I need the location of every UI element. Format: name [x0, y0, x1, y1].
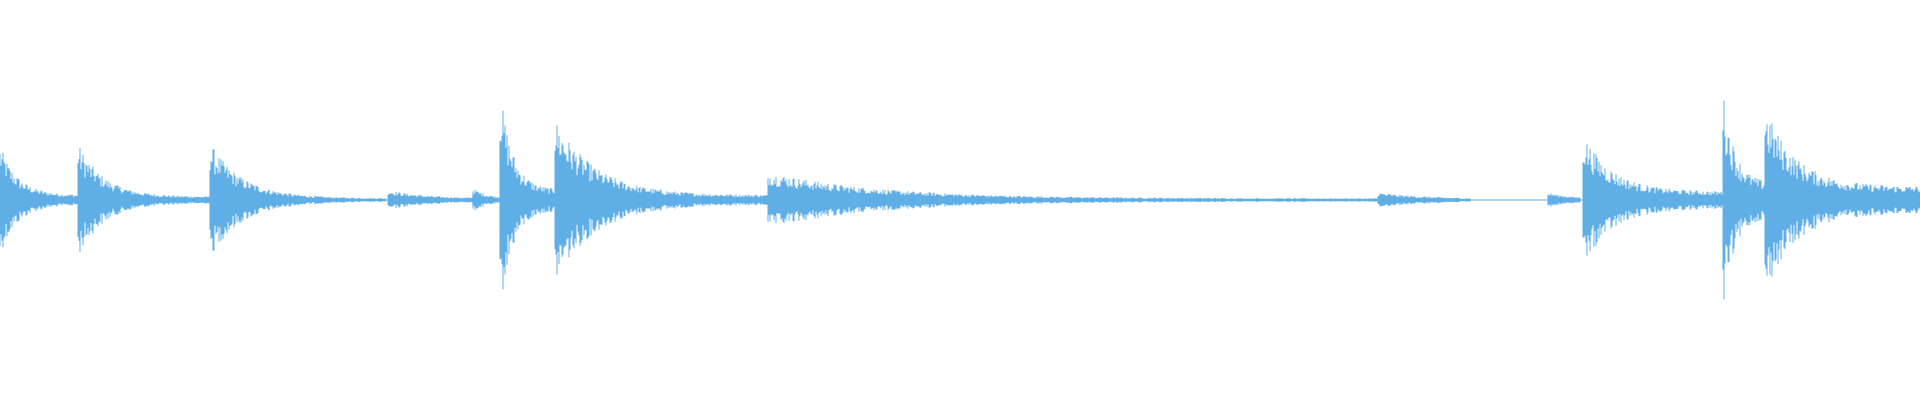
waveform-stroke	[499, 110, 556, 290]
waveform-stroke	[472, 189, 501, 211]
waveform-stroke	[1582, 144, 1724, 256]
waveform-transient	[387, 192, 476, 208]
waveform-transient	[77, 148, 211, 252]
waveform-transient	[767, 176, 1381, 224]
waveform-stroke	[554, 125, 769, 275]
waveform-transient	[0, 152, 79, 248]
waveform-transient	[1722, 100, 1766, 300]
waveform-stroke	[0, 152, 79, 248]
waveform-transient	[1764, 123, 1920, 277]
waveform-stroke	[1547, 193, 1581, 207]
waveform-stroke	[767, 176, 1381, 224]
waveform-transient	[554, 125, 769, 275]
waveform-transient	[1582, 144, 1724, 256]
waveform-stroke	[1764, 123, 1920, 277]
waveform-transients	[0, 100, 1920, 300]
waveform-stroke	[1377, 193, 1471, 207]
waveform-transient	[1547, 193, 1581, 207]
waveform-transient	[499, 110, 556, 290]
waveform-transient	[209, 149, 386, 251]
waveform-stroke	[1722, 100, 1766, 300]
waveform-stroke	[209, 149, 386, 251]
waveform-stroke	[77, 148, 211, 252]
waveform-transient	[472, 189, 501, 211]
waveform-transient	[1377, 193, 1471, 207]
waveform-stroke	[387, 192, 476, 208]
